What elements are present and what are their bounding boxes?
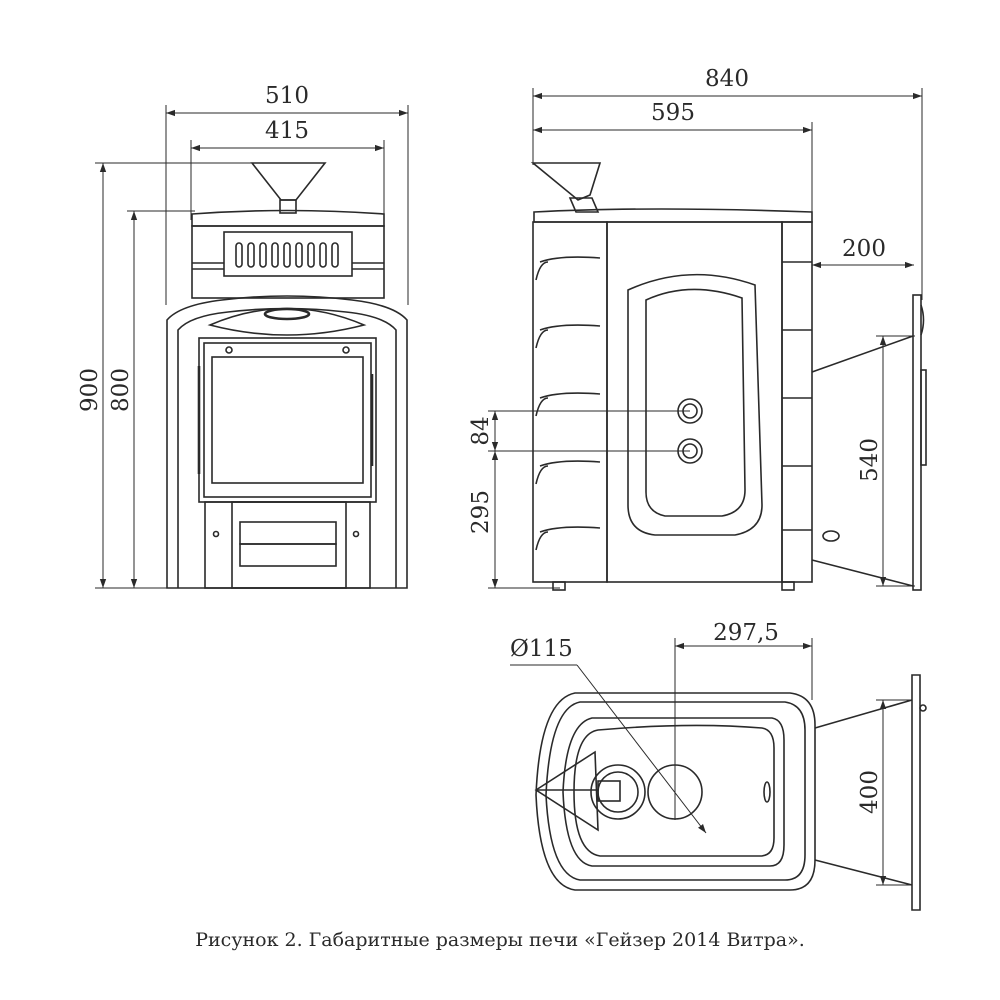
dim-side-pipe-spacing: 84 [468,416,494,445]
dim-front-height-total: 900 [77,368,103,412]
dim-front-width-total: 510 [265,83,309,109]
dim-side-depth-body: 595 [651,100,695,126]
top-view: Ø115 297,5 400 [510,620,927,911]
dim-front-width-inner: 415 [265,118,309,144]
dim-top-center-offset: 297,5 [713,620,779,646]
vent-slots [235,242,339,268]
front-view: 510 415 900 800 [77,83,409,589]
dim-side-pipe-height: 295 [468,490,494,534]
side-view: 840 595 200 540 84 295 [468,66,927,591]
dim-top-tank-width: 400 [857,770,883,814]
dim-front-height-body: 800 [108,368,134,412]
dim-side-depth-total: 840 [705,66,749,92]
figure-caption: Рисунок 2. Габаритные размеры печи «Гейз… [195,929,805,951]
dim-side-tank-offset: 200 [842,236,886,262]
dim-side-tank-height: 540 [857,438,883,482]
dim-top-diameter: Ø115 [510,636,573,662]
